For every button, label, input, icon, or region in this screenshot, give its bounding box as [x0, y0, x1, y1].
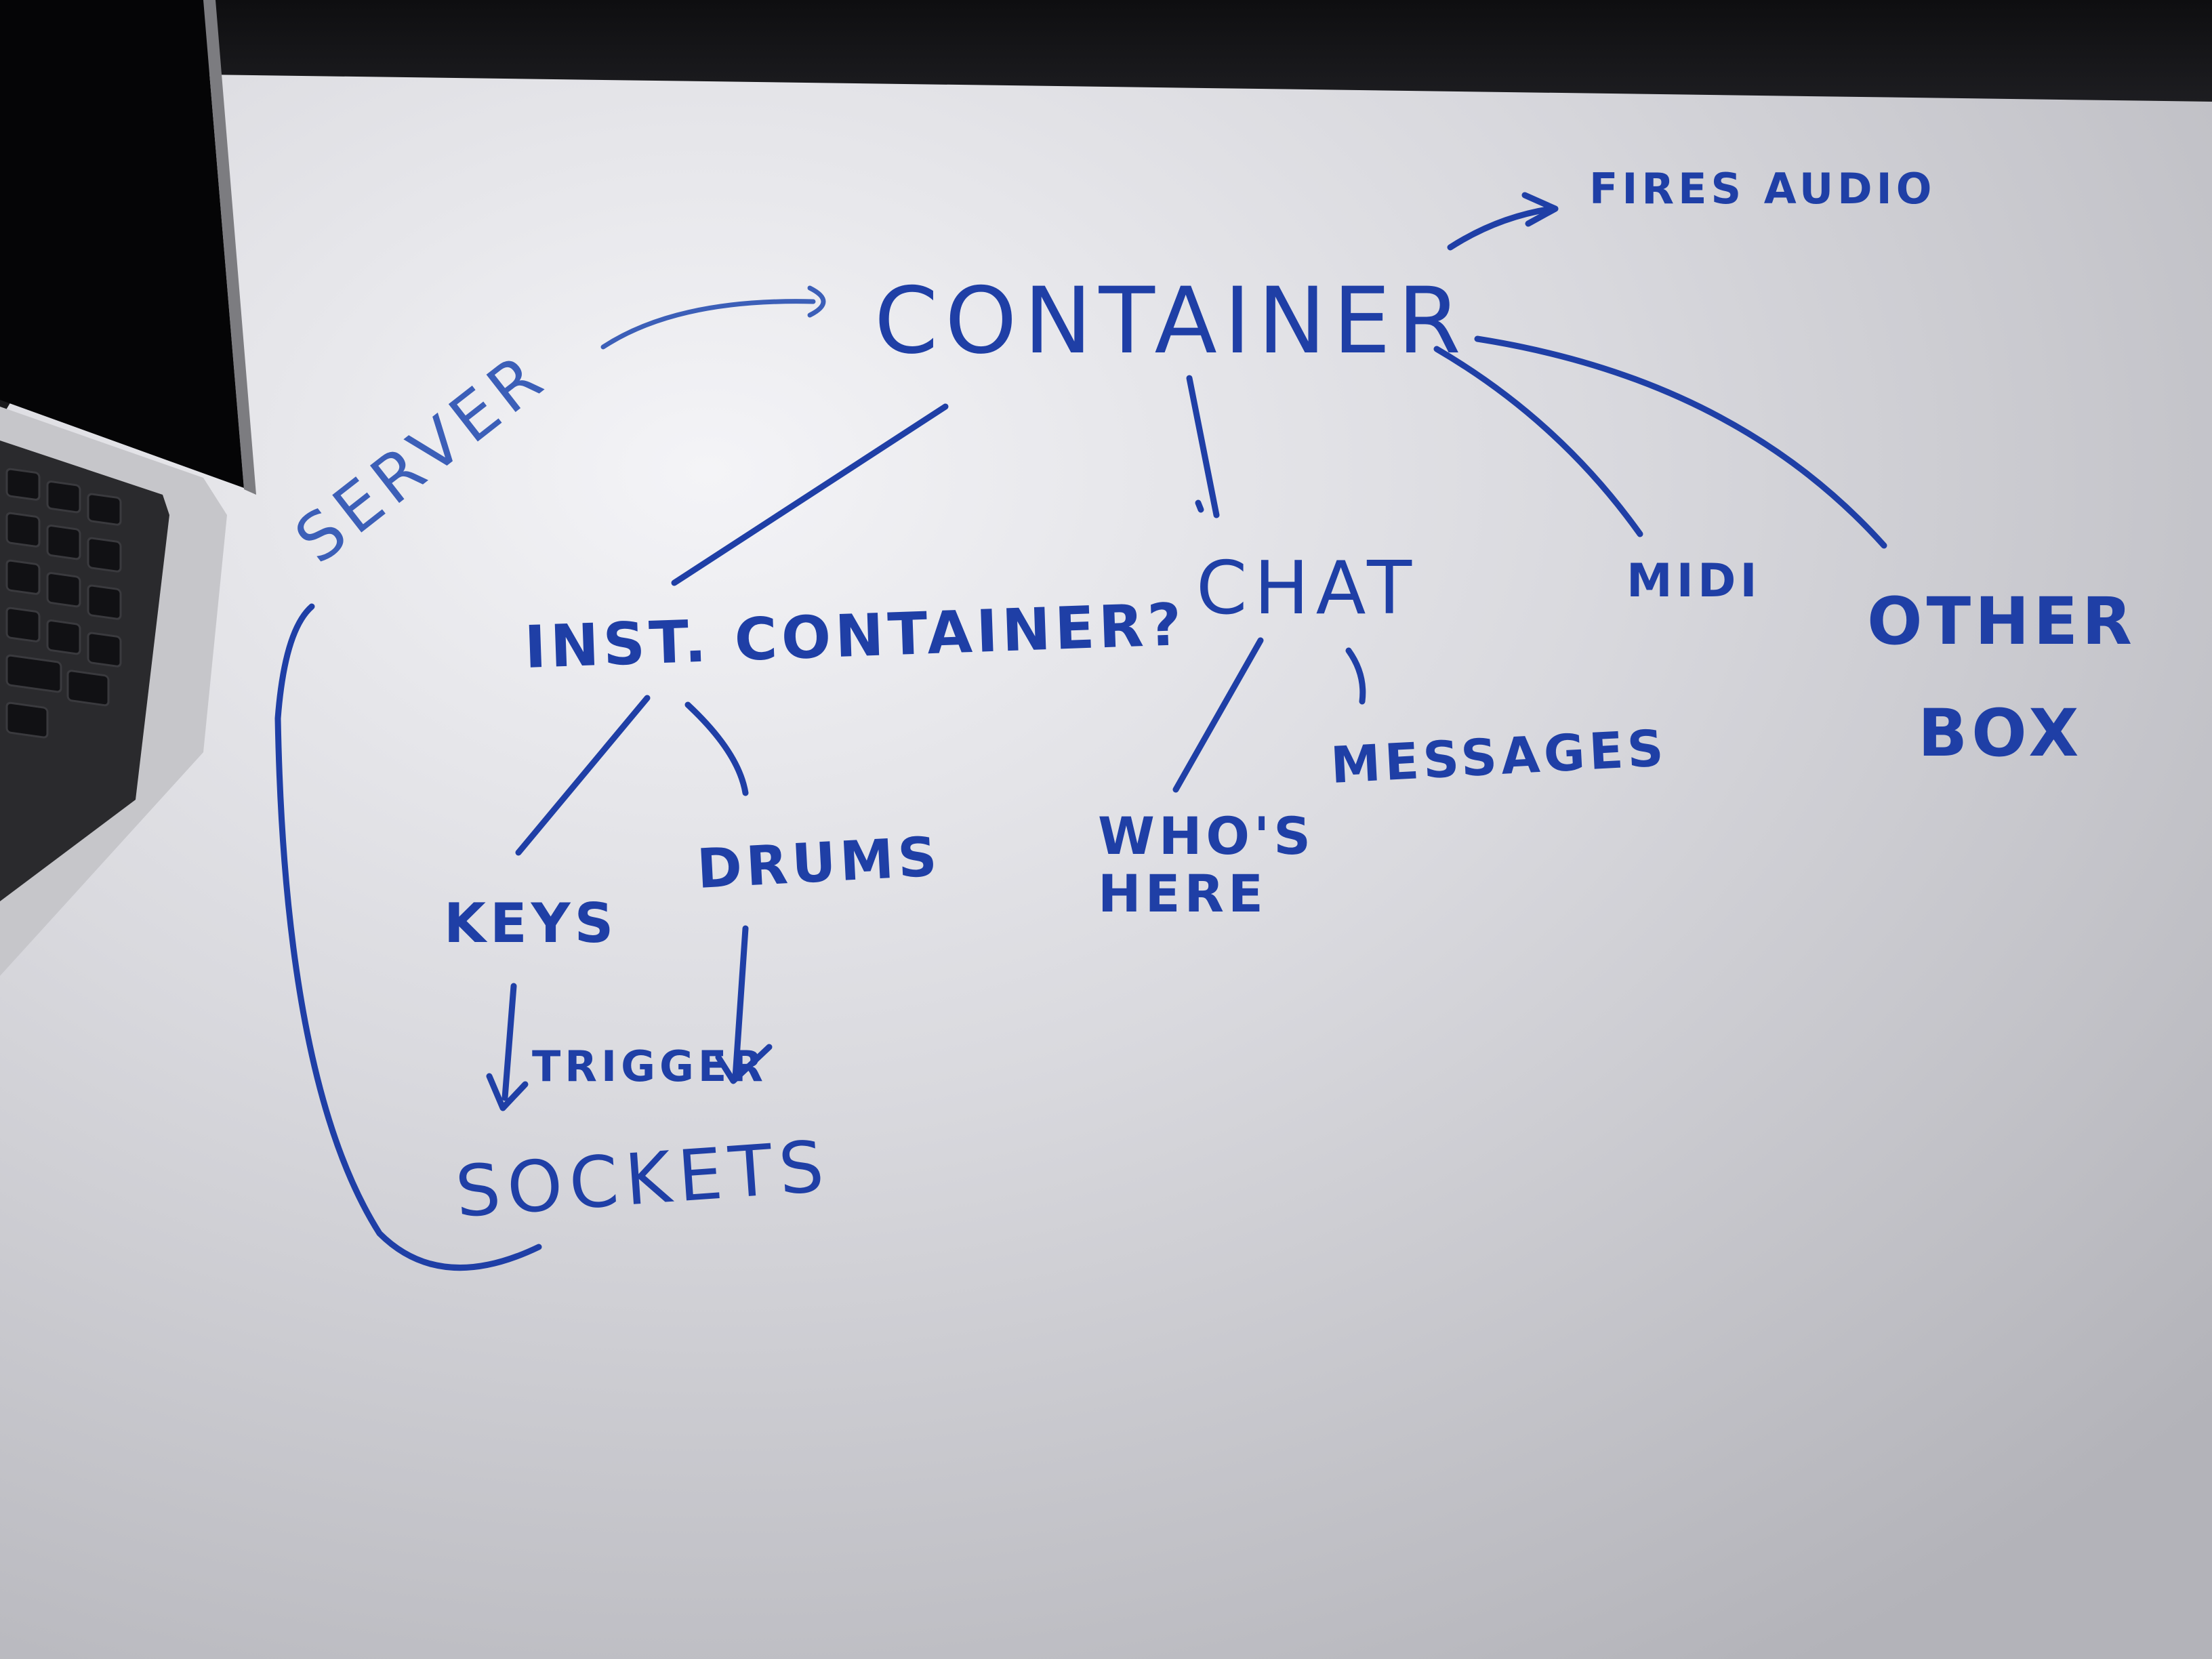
arrow-to-fires-audio	[1447, 205, 1555, 251]
node-whos-here-line2: HERE	[1098, 863, 1267, 924]
node-midi: MIDI	[1626, 554, 1761, 608]
arrow-keys-to-sockets	[501, 983, 517, 1101]
whiteboard-surface	[0, 75, 2212, 1659]
node-drums: DRUMS	[695, 825, 943, 901]
ink-dot	[1195, 499, 1204, 513]
node-fires-audio: FIRES AUDIO	[1589, 164, 1936, 213]
arrowhead-keys-sockets	[486, 1073, 529, 1111]
line-inst-to-keys	[515, 695, 651, 856]
node-chat: CHAT	[1196, 546, 1418, 631]
node-trigger: TRIGGER	[532, 1042, 767, 1091]
line-container-to-midi	[1433, 346, 1643, 537]
connector-lines	[274, 192, 1887, 1271]
line-chat-to-whos-here	[1172, 637, 1264, 793]
arrowhead-drums-sockets	[715, 1044, 773, 1084]
labels: CONTAINER FIRES AUDIO SERVER INST. CONTA…	[281, 164, 2136, 1233]
line-container-to-inst-container	[671, 403, 949, 586]
node-inst-container: INST. CONTAINER?	[523, 591, 1187, 682]
node-server: SERVER	[281, 336, 561, 578]
arrow-drums-to-sockets	[732, 925, 749, 1081]
line-inst-to-drums	[684, 701, 749, 796]
arrow-server-to-container	[600, 299, 816, 350]
node-messages: MESSAGES	[1329, 719, 1668, 795]
line-container-to-other-box	[1474, 335, 1887, 549]
line-container-to-chat	[1186, 375, 1220, 518]
node-container: CONTAINER	[874, 268, 1468, 374]
arrowhead-container	[807, 285, 826, 318]
loop-sockets-to-server	[274, 603, 542, 1271]
node-whos-here-line1: WHO'S	[1098, 806, 1315, 866]
node-other-box-line1: OTHER	[1867, 583, 2136, 659]
node-other-box-line2: BOX	[1918, 695, 2083, 771]
line-chat-to-messages	[1345, 647, 1366, 705]
arrowhead-fires-audio	[1521, 192, 1559, 227]
node-sockets: SOCKETS	[453, 1125, 833, 1233]
node-keys: KEYS	[444, 892, 617, 955]
